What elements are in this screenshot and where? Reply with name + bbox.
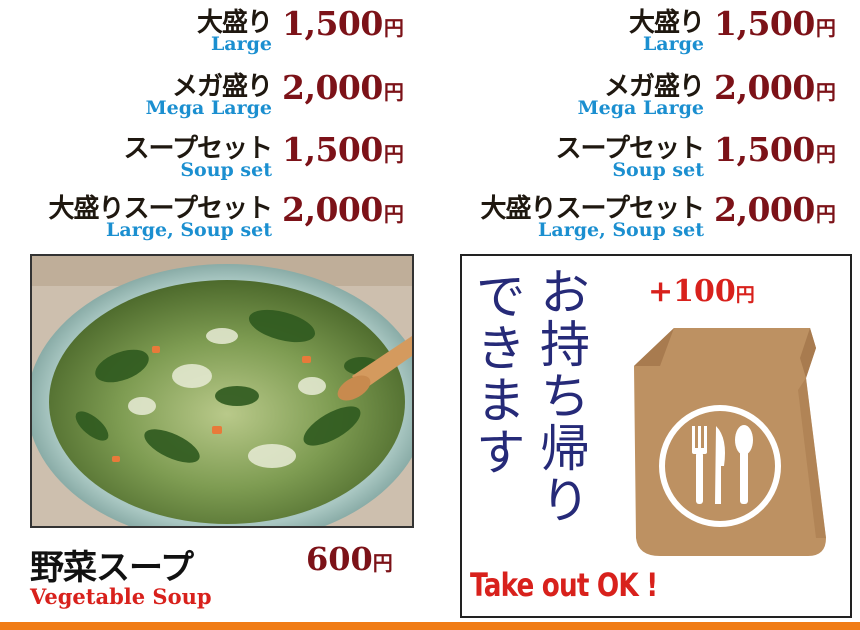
option-price: 2,000円 [282, 68, 404, 107]
takeout-bag-icon [634, 328, 826, 556]
bottom-accent-bar [0, 622, 860, 630]
soup-name-jp: 野菜スープ [30, 548, 194, 588]
option-name-en: Soup set [612, 159, 704, 181]
soup-bowl-illustration [32, 256, 412, 526]
option-name-en: Mega Large [145, 97, 272, 119]
option-price: 1,500円 [714, 4, 836, 43]
soup-name-en: Vegetable Soup [30, 584, 212, 609]
menu-row-large: 大盛り Large 1,500円 [0, 0, 420, 60]
option-name-en: Large [210, 33, 272, 55]
option-price: 1,500円 [282, 130, 404, 169]
takeout-text-line1: お持ち帰り [532, 266, 590, 526]
option-price: 2,000円 [714, 190, 836, 229]
takeout-text-line2: できます [468, 270, 526, 478]
option-name-jp: スープセット [555, 134, 705, 164]
menu-row-soup-set: スープセット Soup set 1,500円 [432, 126, 860, 186]
vegetable-soup-photo [30, 254, 414, 528]
takeout-surcharge: +100円 [648, 274, 755, 309]
option-name-en: Large, Soup set [106, 219, 272, 241]
takeout-panel: お持ち帰り できます +100円 Take out OK ! [460, 254, 852, 618]
option-price: 1,500円 [714, 130, 836, 169]
menu-row-large-soup-set: 大盛りスープセット Large, Soup set 2,000円 [0, 186, 420, 246]
option-price: 2,000円 [714, 68, 836, 107]
option-name-jp: メガ盛り [603, 72, 705, 102]
menu-row-large-soup-set: 大盛りスープセット Large, Soup set 2,000円 [432, 186, 860, 246]
option-name-jp: メガ盛り [171, 72, 273, 102]
option-name-en: Large, Soup set [538, 219, 704, 241]
option-name-jp: 大盛り [196, 8, 273, 38]
option-name-en: Large [642, 33, 704, 55]
menu-row-large: 大盛り Large 1,500円 [432, 0, 860, 60]
option-name-jp: 大盛りスープセット [480, 194, 705, 224]
menu-row-mega-large: メガ盛り Mega Large 2,000円 [432, 64, 860, 124]
menu-row-soup-set: スープセット Soup set 1,500円 [0, 126, 420, 186]
option-name-en: Soup set [180, 159, 272, 181]
option-name-jp: 大盛り [628, 8, 705, 38]
takeout-ok-label: Take out OK ! [470, 566, 658, 604]
option-price: 1,500円 [282, 4, 404, 43]
option-name-jp: 大盛りスープセット [48, 194, 273, 224]
option-name-jp: スープセット [123, 134, 273, 164]
soup-price: 600円 [306, 540, 393, 578]
menu-row-mega-large: メガ盛り Mega Large 2,000円 [0, 64, 420, 124]
option-name-en: Mega Large [577, 97, 704, 119]
option-price: 2,000円 [282, 190, 404, 229]
